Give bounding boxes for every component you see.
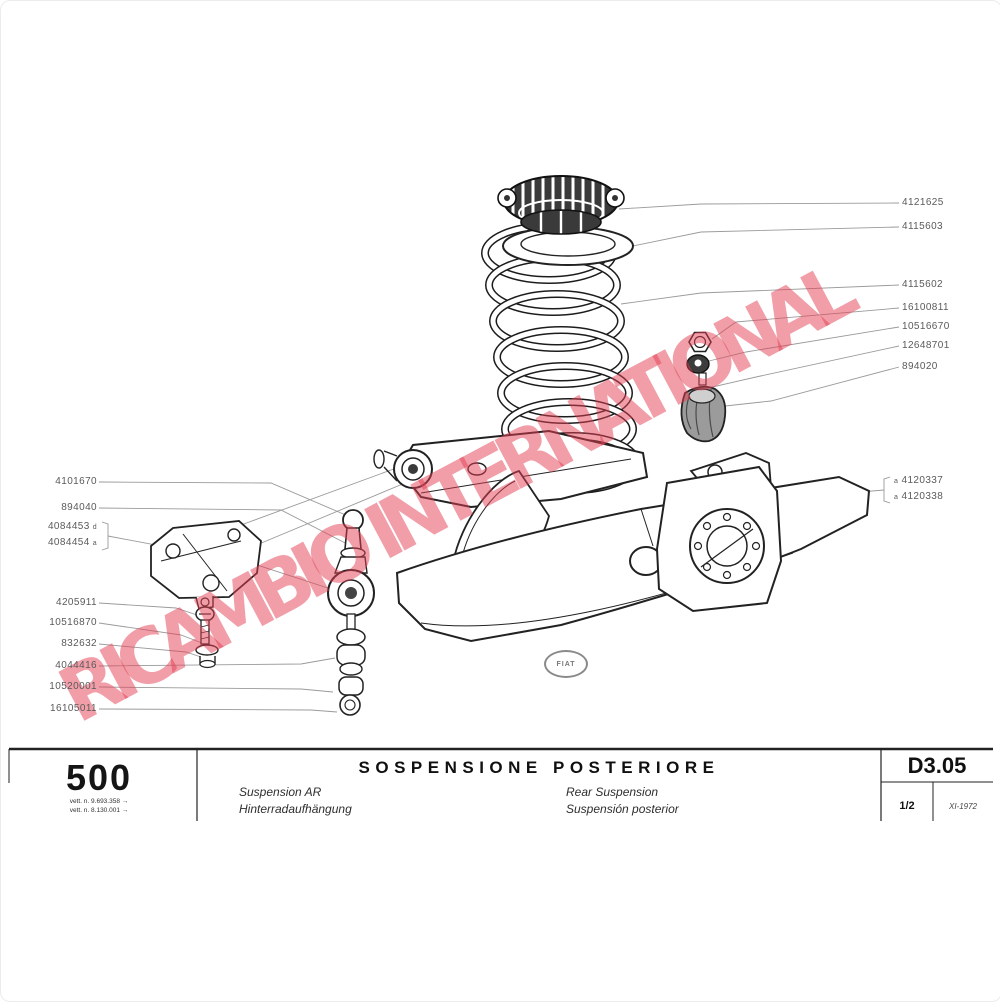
part-number-label: 10516670: [902, 321, 950, 332]
hub-carrier: [655, 465, 783, 613]
part-number-label: 4115603: [902, 221, 943, 232]
subtitle-fr-de: Suspension AR Hinterradaufhängung: [239, 785, 352, 816]
variant-letter: a: [92, 540, 97, 547]
part-number-label: 4205911: [56, 597, 97, 608]
part-number-label: 894040: [61, 502, 97, 513]
part-number-label: a 4120337: [894, 475, 944, 486]
part-number-label: 4121625: [902, 197, 944, 208]
chassis-note: vett. n. 9.693.358 →: [69, 798, 129, 805]
part-number-label: 4044416: [55, 660, 97, 671]
nut-washer-bumpstop: [680, 331, 727, 443]
issue-date: XI-1972: [948, 802, 978, 811]
part-number-label: 16100811: [902, 302, 949, 313]
footer-rules: [8, 747, 993, 821]
bolt-washer-nut: [195, 606, 219, 669]
part-number-label: 16105011: [50, 703, 97, 714]
part-number-label: 4084453 d: [47, 521, 97, 532]
part-number-label: 832632: [61, 638, 97, 649]
mounting-bracket: [150, 520, 262, 610]
part-number-label: 4101670: [55, 476, 97, 487]
fiat-badge: FIAT: [544, 650, 588, 678]
spring-rubber-pad: [497, 175, 625, 235]
chassis-note: vett. n. 8.130.001 →: [69, 807, 129, 814]
variant-letter: d: [92, 524, 97, 531]
part-number-label: 12648701: [902, 340, 950, 351]
part-number-label: 10520001: [49, 681, 97, 692]
plate-code: D3.05: [907, 753, 967, 778]
model-number: 500: [65, 757, 133, 798]
arm-upper-plate: [373, 429, 649, 509]
page-indicator: 1/2: [899, 800, 915, 812]
ball-stud-and-bushings: [327, 509, 375, 716]
part-number-label: 4115602: [902, 279, 943, 290]
part-number-label: 894020: [902, 361, 938, 372]
part-number-label: 4084454 a: [47, 537, 97, 548]
part-number-label: 10516870: [49, 617, 97, 628]
page-title: SOSPENSIONE POSTERIORE: [358, 758, 720, 777]
subtitle-en-es: Rear Suspension Suspensión posterior: [566, 785, 679, 816]
variant-letter: a: [894, 478, 899, 485]
variant-letter: a: [894, 494, 899, 501]
fiat-badge-text: FIAT: [556, 660, 576, 668]
part-number-label: a 4120338: [894, 491, 944, 502]
